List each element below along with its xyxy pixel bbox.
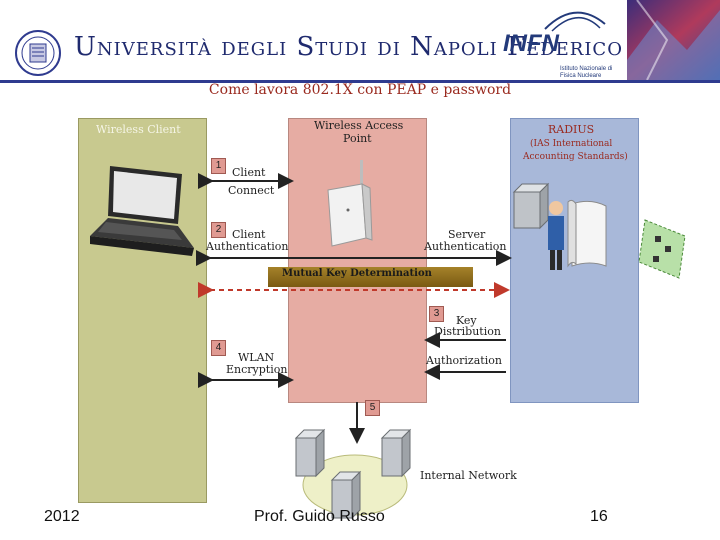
step-1-label-line2: Connect: [228, 184, 275, 197]
internal-network-label: Internal Network: [420, 469, 517, 482]
laptop-icon: [90, 166, 194, 256]
step-1-label-line1: Client: [232, 166, 266, 179]
unina-seal-logo: [15, 30, 61, 76]
university-name: Università degli Studi di Napoli Federic…: [74, 32, 655, 62]
step-4-label-line2: Encryption: [226, 363, 288, 376]
network-cloud-icon: [638, 219, 686, 279]
step-3-label-line2: Distribution: [434, 325, 501, 338]
infn-subtitle: Istituto Nazionale di Fisica Nucleare: [560, 66, 613, 79]
access-point-label-line1: Wireless Access: [314, 119, 404, 132]
step-2-client-line2: Authentication: [206, 240, 289, 253]
server-left: [294, 428, 326, 478]
photo-corner-image: [627, 0, 720, 80]
step-2-badge: 2: [211, 222, 226, 238]
step-5-badge: 5: [365, 400, 380, 416]
step-4-badge: 4: [211, 340, 226, 356]
access-point-icon: [327, 160, 373, 247]
radius-server-icon: [512, 182, 607, 270]
footer-author: Prof. Guido Russo: [254, 508, 385, 525]
mutual-key-label: Mutual Key Determination: [282, 268, 432, 279]
header-divider: [0, 80, 720, 83]
access-point-label-line2: Point: [343, 132, 372, 145]
step-4-label-line1: WLAN: [238, 351, 275, 364]
server-right: [380, 428, 412, 478]
radius-sub-line1: (IAS International: [530, 139, 613, 149]
internal-network-icon: [294, 428, 412, 520]
infn-logo-mark: [544, 11, 606, 32]
radius-sub-line2: Accounting Standards): [523, 152, 628, 162]
wireless-client-label: Wireless Client: [96, 123, 181, 136]
radius-label: RADIUS: [548, 123, 595, 136]
step-3-label-line1: Key: [456, 314, 477, 327]
infn-name: INFN: [503, 30, 559, 57]
server-bottom: [330, 470, 362, 520]
mutual-key-bar: [268, 267, 473, 287]
step-2-server-line1: Server: [448, 228, 486, 241]
step-3-badge: 3: [429, 306, 444, 322]
step-2-client-line1: Client: [232, 228, 266, 241]
step-2-server-line2: Authentication: [424, 240, 507, 253]
slide-title: Come lavora 802.1X con PEAP e password: [208, 82, 512, 98]
authorization-label: Authorization: [426, 354, 502, 367]
step-1-badge: 1: [211, 158, 226, 174]
footer-page-number: 16: [590, 508, 608, 525]
footer-year: 2012: [44, 508, 80, 525]
